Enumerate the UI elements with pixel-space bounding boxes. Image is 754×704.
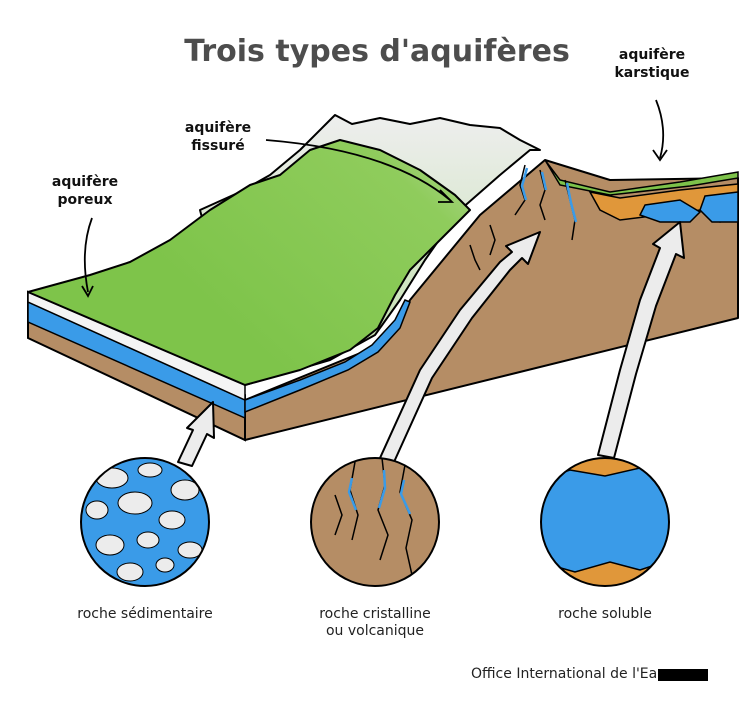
caption-soluble-line1: roche soluble bbox=[558, 606, 652, 622]
karst-water-cave-1 bbox=[638, 199, 702, 223]
slope-aquifer-seam bbox=[244, 299, 411, 414]
arrow-soluble bbox=[597, 221, 685, 459]
arrow-sedimentaire bbox=[177, 401, 215, 467]
circle-cristalline bbox=[311, 458, 439, 586]
soil-body bbox=[244, 159, 739, 441]
caption-roche-soluble: roche soluble bbox=[535, 606, 675, 623]
zoom-arrows bbox=[177, 221, 685, 467]
karst-water-cave-2 bbox=[699, 191, 739, 223]
caption-roche-sedimentaire: roche sédimentaire bbox=[60, 606, 230, 623]
caption-sedimentaire-line1: roche sédimentaire bbox=[77, 606, 213, 622]
label-poreux-line1: aquifère bbox=[51, 174, 119, 190]
mountain-fissure-water bbox=[520, 167, 578, 223]
label-aquifere-fissure: aquifère fissuré bbox=[163, 119, 273, 155]
grass-plain bbox=[27, 139, 471, 386]
credit-text: Office International de l'Ea bbox=[471, 666, 658, 682]
arrow-cristalline bbox=[379, 231, 541, 463]
label-aquifere-poreux: aquifère poreux bbox=[30, 173, 140, 209]
circle-sedimentaire bbox=[81, 458, 209, 586]
label-fissure-line2: fissuré bbox=[191, 138, 245, 154]
circle-soluble bbox=[541, 458, 669, 586]
karst-top-surface bbox=[544, 159, 739, 196]
label-karstique-line1: aquifère bbox=[618, 47, 686, 63]
label-aquifere-karstique: aquifère karstique bbox=[592, 46, 712, 82]
label-poreux-line2: poreux bbox=[57, 192, 113, 208]
label-pointers bbox=[81, 99, 668, 298]
caption-cristalline-line1: roche cristalline bbox=[319, 606, 431, 622]
diagram-title: Trois types d'aquifères bbox=[184, 34, 570, 69]
caption-cristalline-line2: ou volcanique bbox=[325, 623, 425, 639]
caption-roche-cristalline: roche cristalline ou volcanique bbox=[295, 606, 455, 640]
label-fissure-line1: aquifère bbox=[184, 120, 252, 136]
label-karstique-line2: karstique bbox=[614, 65, 690, 81]
redaction-bar bbox=[658, 669, 708, 681]
